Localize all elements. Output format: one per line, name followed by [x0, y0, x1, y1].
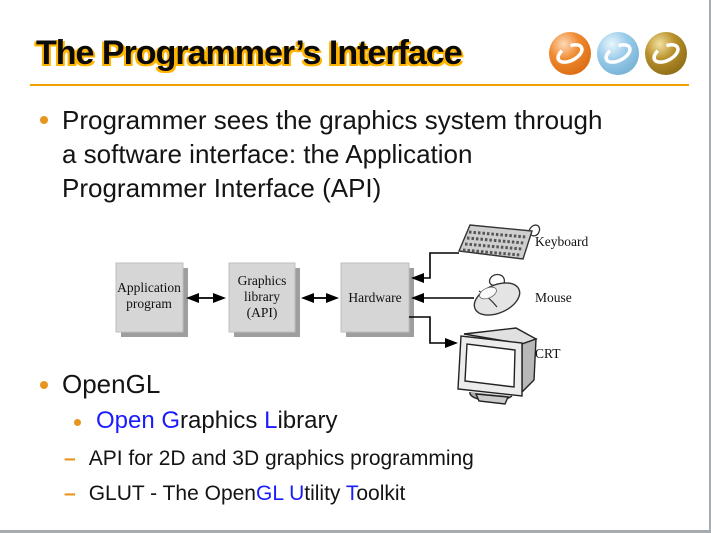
crt-label: CRT — [535, 346, 561, 361]
intro-text: Programmer sees the graphics system thro… — [62, 103, 602, 205]
box-label: Hardware — [348, 290, 401, 305]
api-dash-text: API for 2D and 3D graphics programming — [88, 447, 474, 470]
application-program-box — [115, 262, 184, 333]
orange-ring-icon — [549, 32, 591, 75]
bullet-dot — [40, 381, 48, 389]
crt-arrow — [409, 316, 458, 348]
opengl-bullet: OpenGL — [62, 369, 161, 399]
bullet-dot — [40, 116, 48, 124]
dash-bullet: – — [64, 482, 76, 505]
box-label: program — [126, 296, 172, 311]
glut-dash-item: –GLUT - The OpenGL Utility Toolkit — [64, 481, 405, 506]
text-segment: T — [345, 482, 357, 505]
intro-line: Programmer sees the graphics system thro… — [62, 105, 603, 135]
open-graphics-library-bullet: Open Graphics Library — [96, 407, 337, 435]
text-segment: tility — [304, 482, 346, 505]
text-segment: oolkit — [356, 482, 406, 505]
page-title: The Programmer’s Interface — [36, 34, 463, 72]
box-label: (API) — [247, 305, 278, 320]
title-underline — [30, 84, 689, 86]
mouse-icon — [473, 273, 521, 316]
box-label: Graphics — [238, 273, 287, 288]
bullet-dot — [74, 419, 81, 426]
gold-ring-icon — [645, 32, 687, 75]
dash-bullet: – — [64, 447, 76, 470]
api-diagram: Application program Graphics library (AP… — [115, 224, 588, 405]
text-segment: Open G — [96, 407, 181, 434]
hardware-box — [340, 262, 410, 333]
keyboard-label: Keyboard — [535, 234, 588, 249]
box-label: library — [244, 289, 280, 304]
blue-ring-icon — [597, 32, 639, 75]
keyboard-icon — [457, 224, 541, 260]
intro-line: a software interface: the Application — [62, 139, 473, 169]
api-dash-item: –API for 2D and 3D graphics programming — [64, 446, 474, 471]
text-segment: L — [264, 407, 278, 434]
text-segment: GL U — [256, 482, 305, 505]
arrow-graphics-hardware — [301, 293, 339, 303]
mouse-label: Mouse — [535, 290, 572, 305]
arrow-app-graphics — [186, 293, 226, 303]
box-label: Application — [117, 280, 181, 295]
keyboard-arrow — [411, 252, 459, 283]
mouse-arrow — [411, 293, 474, 303]
graphics-library-box — [228, 262, 296, 333]
text-segment: GLUT - The Open — [88, 482, 256, 505]
text-segment: ibrary — [277, 407, 338, 434]
logo-group — [549, 32, 687, 75]
crt-icon — [457, 327, 538, 405]
text-segment: raphics — [180, 407, 265, 434]
intro-line: Programmer Interface (API) — [62, 173, 382, 203]
